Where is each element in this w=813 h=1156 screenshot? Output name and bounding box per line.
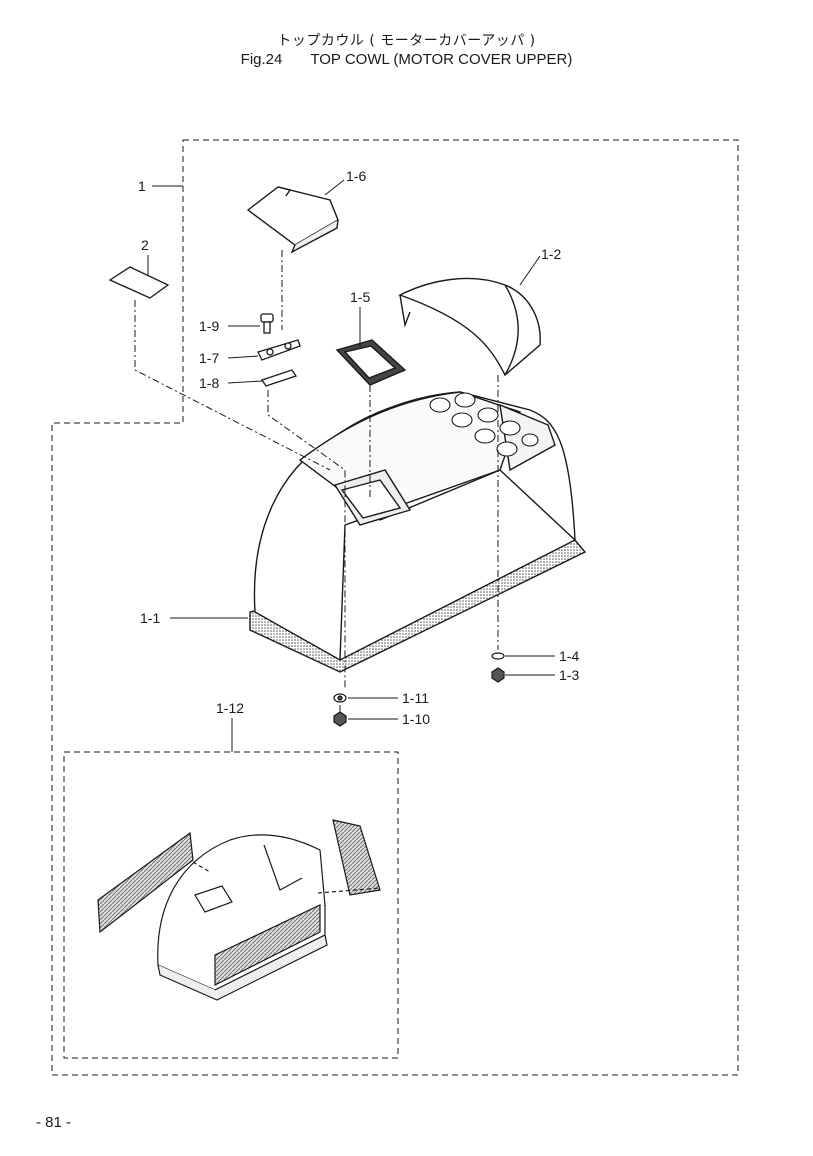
label-sticker-part <box>108 266 170 299</box>
nut-and-washer-parts-front <box>333 693 347 727</box>
assembly-boundary <box>51 139 739 1076</box>
nut-and-washer-parts <box>491 652 505 683</box>
callout-1: 1 <box>138 178 146 194</box>
callout-1-11: 1-11 <box>402 690 429 706</box>
diagram-title-english: TOP COWL (MOTOR COVER UPPER) <box>310 51 573 68</box>
carburetor-openings <box>429 392 539 457</box>
rear-cover-part <box>398 277 541 377</box>
latch-part <box>257 339 301 361</box>
leader-lines <box>147 179 555 752</box>
callout-1-8: 1-8 <box>199 375 219 391</box>
callout-1-4: 1-4 <box>559 648 579 664</box>
callout-1-5: 1-5 <box>350 289 370 305</box>
callout-1-10: 1-10 <box>402 711 430 727</box>
page-number: - 81 - <box>36 1114 72 1131</box>
top-plate-part <box>246 186 339 254</box>
callout-1-2: 1-2 <box>541 246 561 262</box>
callout-1-3: 1-3 <box>559 667 579 683</box>
diagram-title-japanese: トップカウル ( モーターカバーアッパ ) <box>277 33 536 49</box>
callout-1-9: 1-9 <box>199 318 219 334</box>
grommet-part <box>335 339 407 386</box>
decal-set-illustration <box>97 819 381 1001</box>
bracket-part <box>260 369 298 387</box>
callout-1-6: 1-6 <box>346 168 366 184</box>
callout-2: 2 <box>141 237 149 253</box>
callout-1-1: 1-1 <box>140 610 160 626</box>
assembly-lines <box>134 250 499 712</box>
top-cowl-body <box>249 391 587 673</box>
bolt-part <box>260 313 274 334</box>
figure-number: Fig.24 <box>240 51 283 68</box>
callout-1-12: 1-12 <box>216 700 244 716</box>
diagram-title: Fig.24 TOP COWL (MOTOR COVER UPPER) <box>0 51 813 68</box>
callout-1-7: 1-7 <box>199 350 219 366</box>
